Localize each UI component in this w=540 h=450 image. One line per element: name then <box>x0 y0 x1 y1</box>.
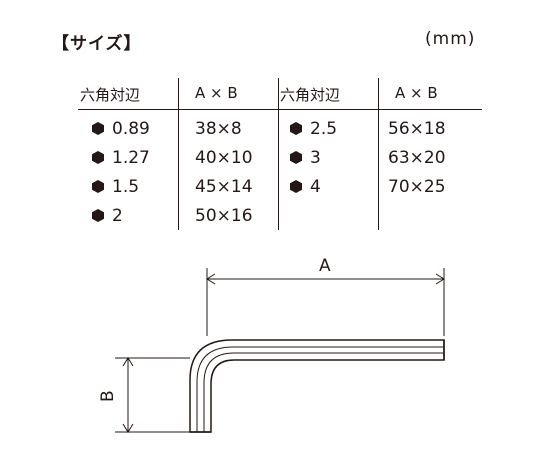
dimension-b-arrow-top <box>122 357 134 367</box>
dimension-a-label: A <box>319 256 331 276</box>
dimension-b-arrow-bottom <box>122 423 134 433</box>
hexagon-icon <box>92 209 104 222</box>
hexagon-icon <box>290 122 302 135</box>
header-divider <box>78 109 482 110</box>
table-cell-dims: 70×25 <box>388 177 446 197</box>
header-dims-2: A × B <box>395 84 438 102</box>
hexagon-icon <box>290 151 302 164</box>
header-hex-size-2: 六角対辺 <box>280 86 341 104</box>
column-divider-2 <box>278 78 279 230</box>
hexagon-icon <box>92 122 104 135</box>
hex-key-shape <box>189 339 445 433</box>
dimension-a-arrow-left <box>206 273 216 285</box>
table-row: 0.89 <box>92 119 150 139</box>
header-dims-1: A × B <box>195 84 238 102</box>
table-row: 4 <box>290 177 321 197</box>
table-row: 1.27 <box>92 148 150 168</box>
table-cell-dims: 63×20 <box>388 148 446 168</box>
table-cell-dims: 40×10 <box>195 148 253 168</box>
unit-label: (mm) <box>425 29 476 49</box>
table-row: 2 <box>92 206 123 226</box>
table-cell-dims: 50×16 <box>195 206 253 226</box>
column-divider-3 <box>378 78 379 230</box>
dimension-b-label: B <box>98 390 118 402</box>
table-cell-dims: 45×14 <box>195 177 253 197</box>
hexagon-icon <box>92 180 104 193</box>
size-table: 六角対辺 A × B 六角対辺 A × B 0.89 38×8 1.27 40×… <box>78 78 482 230</box>
hexagon-icon <box>92 151 104 164</box>
table-row: 1.5 <box>92 177 139 197</box>
dimension-a-arrow-right <box>435 273 445 285</box>
table-row: 3 <box>290 148 321 168</box>
column-divider-1 <box>178 78 179 230</box>
table-row: 2.5 <box>290 119 337 139</box>
page-title: 【サイズ】 <box>52 34 142 54</box>
table-cell-dims: 56×18 <box>388 119 446 139</box>
table-cell-dims: 38×8 <box>195 119 242 139</box>
header-hex-size-1: 六角対辺 <box>80 86 141 104</box>
hexagon-icon <box>290 180 302 193</box>
